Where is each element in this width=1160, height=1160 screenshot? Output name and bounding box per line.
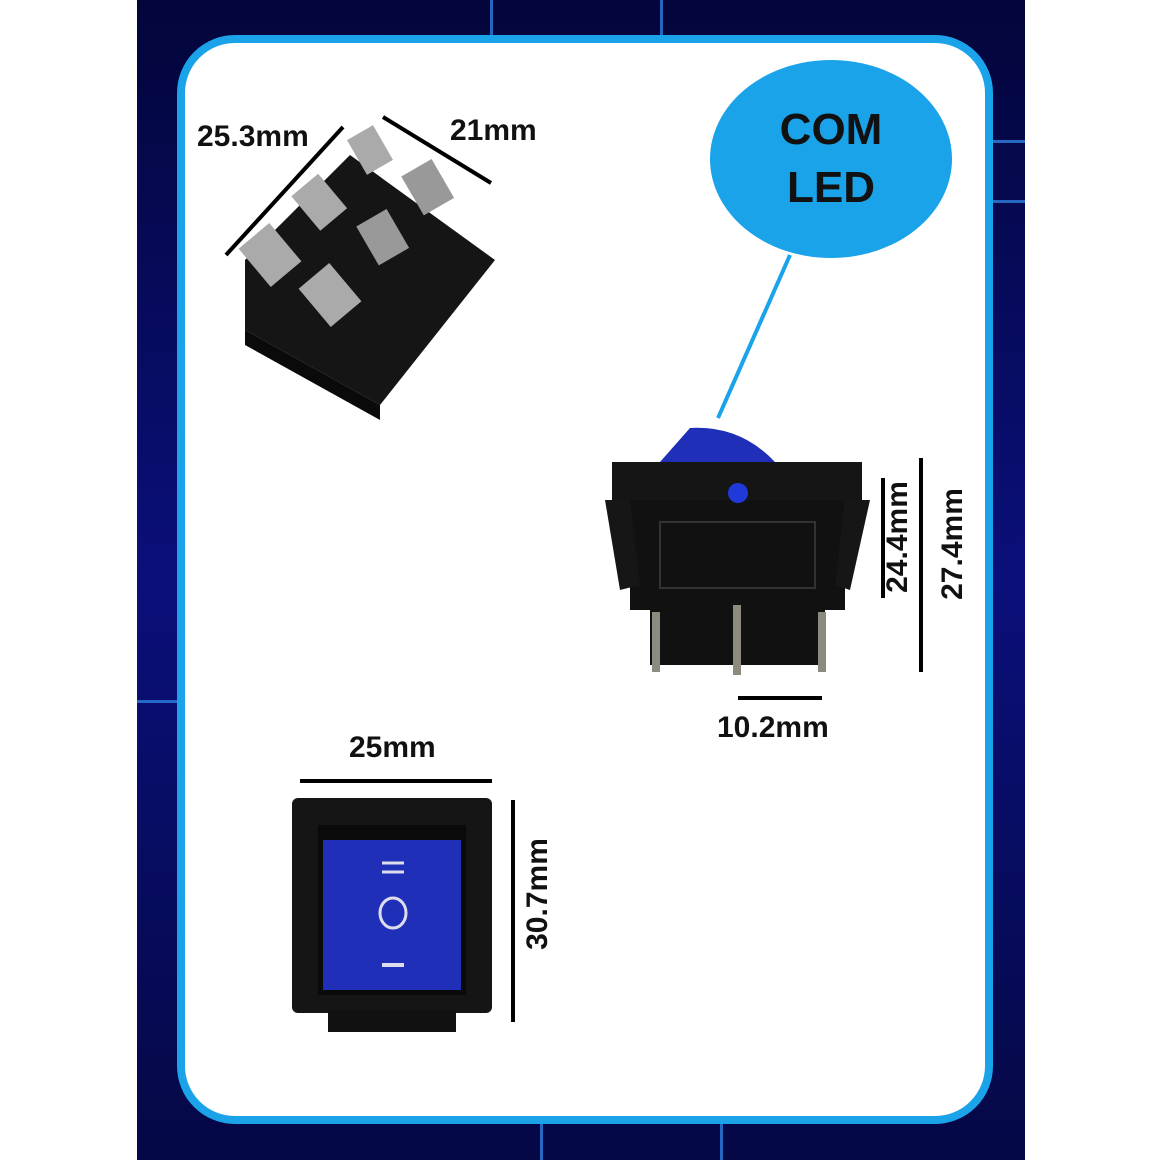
dim-side-outer-height: 27.4mm xyxy=(936,488,969,600)
dim-front-width: 25mm xyxy=(349,731,436,764)
grid-line xyxy=(990,140,1025,143)
switch-angled-view xyxy=(238,125,495,420)
dim-side-inner-height: 24.4mm xyxy=(881,481,914,593)
dim-side-pin-spacing: 10.2mm xyxy=(717,711,829,744)
dim-front-height: 30.7mm xyxy=(521,838,554,950)
grid-line xyxy=(490,0,493,35)
dim-top-length: 25.3mm xyxy=(197,120,309,153)
callout-line xyxy=(716,254,792,419)
dim-top-width: 21mm xyxy=(450,114,537,147)
led-badge: COM LED xyxy=(710,60,952,258)
dimension-line xyxy=(224,125,345,257)
switch-side-view xyxy=(605,427,870,675)
grid-line xyxy=(137,700,177,703)
switch-front-view xyxy=(292,798,492,1032)
grid-line xyxy=(990,200,1025,203)
grid-line xyxy=(720,1120,723,1160)
grid-line xyxy=(660,0,663,35)
badge-line1: COM xyxy=(779,105,883,154)
badge-line2: LED xyxy=(787,163,875,212)
dimension-line xyxy=(381,115,493,185)
grid-line xyxy=(540,1120,543,1160)
